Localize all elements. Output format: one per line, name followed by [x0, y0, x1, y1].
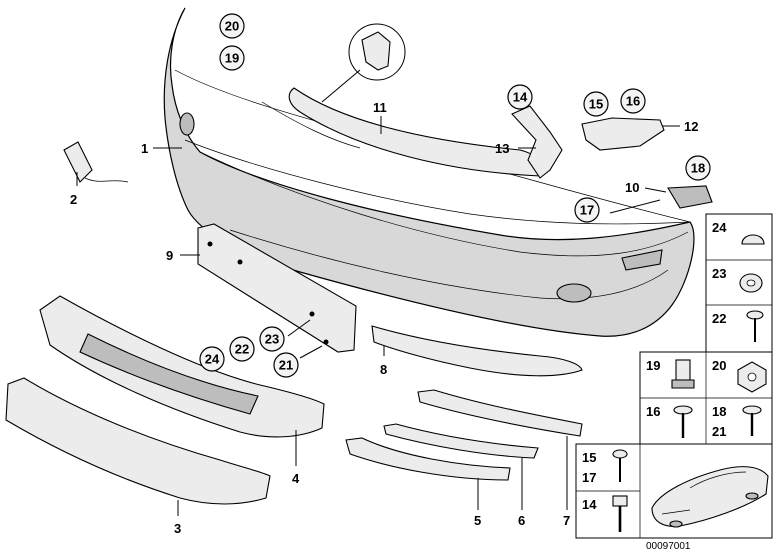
part-7-spoiler [417, 389, 583, 437]
circled-label-22: 22 [229, 336, 255, 362]
circled-label-24: 24 [199, 346, 225, 372]
svg-text:21: 21 [279, 358, 293, 373]
label-2: 2 [70, 192, 77, 207]
panel-label-21: 21 [712, 424, 726, 439]
svg-text:20: 20 [225, 19, 239, 34]
part-4-grille-carrier [39, 295, 325, 438]
label-7: 7 [563, 513, 570, 528]
part-6-spoiler [383, 423, 539, 459]
label-10: 10 [625, 180, 639, 195]
leader-lines [76, 116, 680, 516]
reference-number: 00097001 [646, 541, 691, 552]
panel-label-17: 17 [582, 470, 596, 485]
circled-label-16: 16 [620, 88, 646, 114]
label-9: 9 [166, 248, 173, 263]
hardware-panel [575, 213, 773, 539]
label-6: 6 [518, 513, 525, 528]
part-9-plate-bracket [197, 223, 357, 353]
svg-text:14: 14 [513, 90, 528, 105]
part-12-bracket [581, 117, 665, 151]
label-3: 3 [174, 521, 181, 536]
svg-text:22: 22 [235, 342, 249, 357]
part-11-trim [288, 87, 544, 177]
label-13: 13 [495, 141, 509, 156]
panel-label-19: 19 [646, 358, 660, 373]
label-12: 12 [684, 119, 698, 134]
part-3-lower-carrier [5, 377, 271, 505]
svg-text:15: 15 [589, 97, 603, 112]
svg-text:17: 17 [580, 203, 594, 218]
panel-label-15: 15 [582, 450, 596, 465]
label-11: 11 [373, 100, 387, 115]
bumper-cover [163, 7, 695, 337]
circled-label-20: 20 [219, 13, 245, 39]
circled-label-17: 17 [574, 197, 600, 223]
part-5-spoiler [345, 437, 511, 481]
panel-label-23: 23 [712, 266, 726, 281]
panel-label-22: 22 [712, 311, 726, 326]
clip-detail-11 [321, 23, 406, 103]
circled-label-18: 18 [685, 155, 711, 181]
panel-label-24: 24 [712, 220, 727, 235]
circled-label-23: 23 [259, 326, 285, 352]
panel-label-14: 14 [582, 497, 597, 512]
panel-label-18: 18 [712, 404, 726, 419]
part-13-bracket [511, 105, 563, 179]
part-2-cover [63, 141, 129, 183]
circled-label-15: 15 [583, 91, 609, 117]
svg-text:16: 16 [626, 94, 640, 109]
panel-label-16: 16 [646, 404, 660, 419]
circled-label-21: 21 [273, 352, 299, 378]
part-10-sensor [667, 185, 713, 209]
circled-label-19: 19 [219, 45, 245, 71]
svg-text:18: 18 [691, 161, 705, 176]
svg-text:24: 24 [205, 352, 220, 367]
label-8: 8 [380, 362, 387, 377]
svg-text:19: 19 [225, 51, 239, 66]
label-1: 1 [141, 141, 148, 156]
svg-text:23: 23 [265, 332, 279, 347]
circled-label-14: 14 [507, 84, 533, 110]
label-4: 4 [292, 471, 300, 486]
label-5: 5 [474, 513, 481, 528]
panel-label-20: 20 [712, 358, 726, 373]
part-8-strip [371, 325, 583, 377]
car-thumbnail [651, 466, 769, 528]
